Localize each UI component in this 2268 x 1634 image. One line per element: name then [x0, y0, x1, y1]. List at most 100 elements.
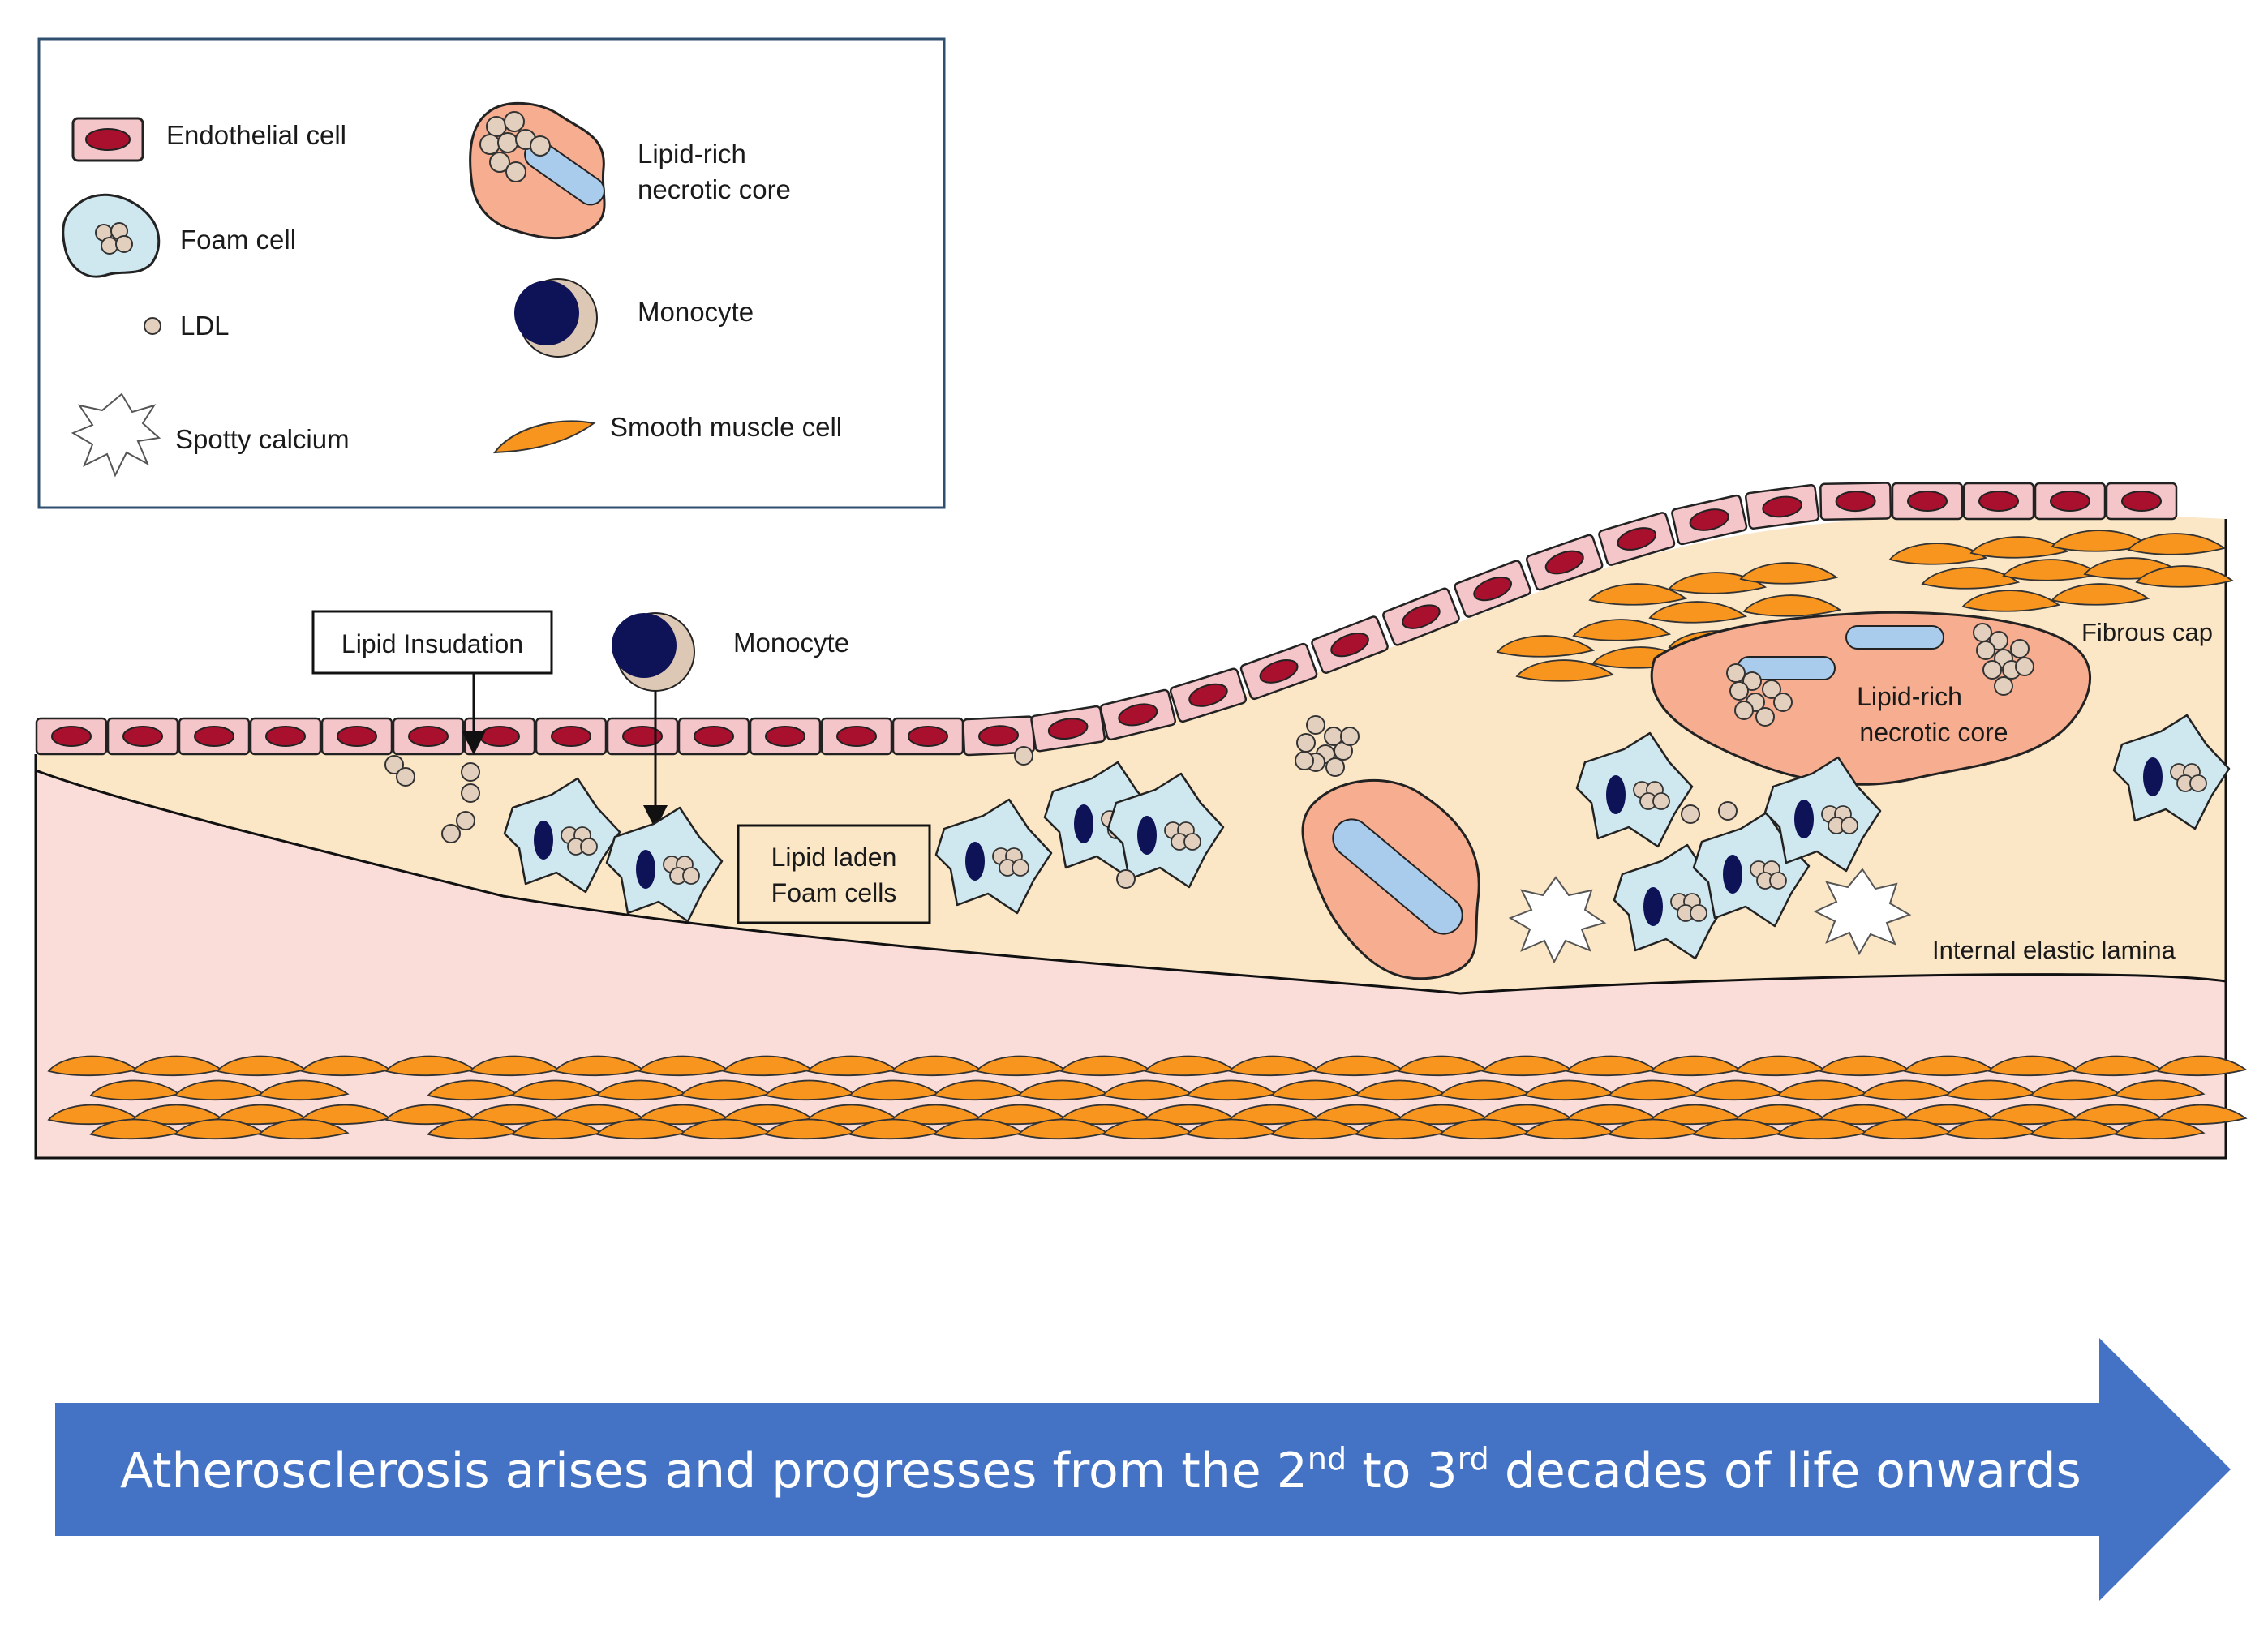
endothelial-cell [1598, 512, 1676, 566]
endothelial-lining [35, 482, 2178, 757]
ldl-particle [441, 824, 461, 843]
ldl-particle [1982, 660, 2002, 680]
necrotic-core-label-line1: Lipid-rich [1857, 682, 1962, 711]
foam-cell [605, 806, 724, 923]
legend-necrotic-core-label-line1: Lipid-rich [638, 139, 746, 169]
endothelial-cell [677, 717, 750, 756]
foam-cells-label-line1: Lipid laden [771, 843, 897, 872]
smooth-muscle-cell [2135, 565, 2235, 588]
ldl-particle [1742, 671, 1762, 691]
ldl-particle [396, 767, 415, 787]
small-necrotic-core [1301, 778, 1480, 980]
spotty-calcium [1813, 868, 1912, 956]
endothelial-cell [1891, 482, 1964, 521]
foam-cell [1106, 772, 1225, 889]
endothelial-cell [1382, 587, 1460, 646]
ldl-particle [1296, 733, 1316, 753]
legend-smooth-muscle-cell-icon [493, 420, 596, 454]
endothelial-cell [106, 717, 179, 756]
endothelial-cell [1962, 482, 2035, 521]
legend-smooth-muscle-cell-label: Smooth muscle cell [610, 412, 842, 442]
monocyte-nucleus [612, 613, 677, 678]
ldl-particle [384, 755, 404, 774]
ldl-particle [2015, 657, 2034, 676]
ldl-particle [1729, 681, 1749, 701]
smooth-muscle-cell [1969, 536, 2069, 559]
smooth-muscle-layer [47, 530, 2248, 1140]
legend-foam-cell-label: Foam cell [180, 225, 296, 255]
legend-spotty-calcium-label: Spotty calcium [175, 424, 350, 454]
timeline-arrow [55, 1338, 2231, 1601]
smooth-muscle-cell [1961, 590, 2061, 612]
smooth-muscle-cell [1888, 543, 1988, 565]
endothelial-cell [249, 717, 322, 756]
lipid-insudation-group: Lipid Insudation [311, 610, 553, 843]
legend-endothelial-cell-icon [71, 117, 144, 162]
foam-cell [1692, 811, 1811, 928]
endothelial-cell [749, 717, 822, 756]
ldl-particle [1306, 715, 1325, 735]
foam-cells-box [737, 824, 931, 924]
endothelial-cell [1099, 688, 1177, 741]
legend-monocyte-icon [514, 278, 598, 358]
smooth-muscle-cell [2156, 1055, 2248, 1077]
endothelial-cell [820, 717, 893, 756]
smooth-muscle-cell [1496, 635, 1596, 658]
endothelial-cell [891, 717, 964, 756]
endothelial-cell [392, 717, 465, 756]
endothelial-cell [1239, 642, 1318, 701]
fibrous-cap-label: Fibrous cap [2081, 618, 2213, 646]
smooth-muscle-cell [258, 1118, 350, 1140]
ldl-particle [1718, 801, 1738, 821]
ldl-particle [1340, 727, 1360, 746]
internal-elastic-lamina-label: Internal elastic lamina [1932, 936, 2176, 964]
endothelial-cell [35, 717, 108, 756]
monocyte-label: Monocyte [733, 628, 849, 658]
smooth-muscle-cell [1515, 659, 1615, 682]
endothelial-cell [962, 715, 1035, 757]
ldl-particle [1994, 676, 2013, 696]
ldl-particle [1726, 663, 1746, 683]
endothelial-cell [1454, 560, 1531, 618]
endothelial-cell [2105, 482, 2178, 521]
foam-cells [503, 714, 2231, 960]
ldl-particle [461, 783, 480, 803]
endothelial-cell [1311, 615, 1389, 674]
lipid-insudation-label: Lipid Insudation [341, 629, 523, 658]
foam-cell [2112, 714, 2231, 830]
endothelial-cell [606, 717, 679, 756]
ldl-particle [1734, 701, 1754, 720]
timeline-arrow-label: Atherosclerosis arises and progresses fr… [120, 1441, 2081, 1499]
ldl-particle [1325, 757, 1345, 777]
legend-necrotic-core-icon [469, 101, 606, 240]
endothelial-cell [320, 717, 393, 756]
foam-cell [1575, 731, 1694, 848]
smooth-muscle-cell [2051, 583, 2150, 606]
ldl-particle [1295, 751, 1314, 770]
ldl-particle [1762, 680, 1781, 699]
lipid-insudation-box [311, 610, 553, 675]
foam-cell [503, 777, 621, 894]
smooth-muscle-cell [1572, 619, 1672, 641]
ldl-particle [1973, 623, 1992, 642]
smooth-muscle-cell [1588, 583, 1688, 606]
ldl-particle [456, 811, 475, 830]
ldl-particle [1989, 631, 2008, 650]
ldl-particle [1681, 804, 1700, 824]
endothelial-cell [463, 717, 536, 756]
foam-cells-label-group: Lipid laden Foam cells [737, 824, 931, 924]
ldl-particle [2010, 639, 2030, 658]
ldl-particle [1976, 641, 1995, 660]
legend-spotty-calcium-icon [71, 392, 161, 478]
endothelial-cell [1525, 534, 1604, 591]
legend-ldl-label: LDL [180, 311, 230, 341]
endothelial-cell [1819, 482, 1892, 521]
smooth-muscle-cell [1921, 567, 2021, 590]
legend-ldl-icon [144, 317, 161, 335]
ldl-particle [461, 762, 480, 782]
artery-outline [34, 519, 2227, 1160]
spotty-calcium [1508, 876, 1607, 964]
smooth-muscle-cell [2114, 1079, 2206, 1101]
smooth-muscle-cell [258, 1079, 350, 1101]
